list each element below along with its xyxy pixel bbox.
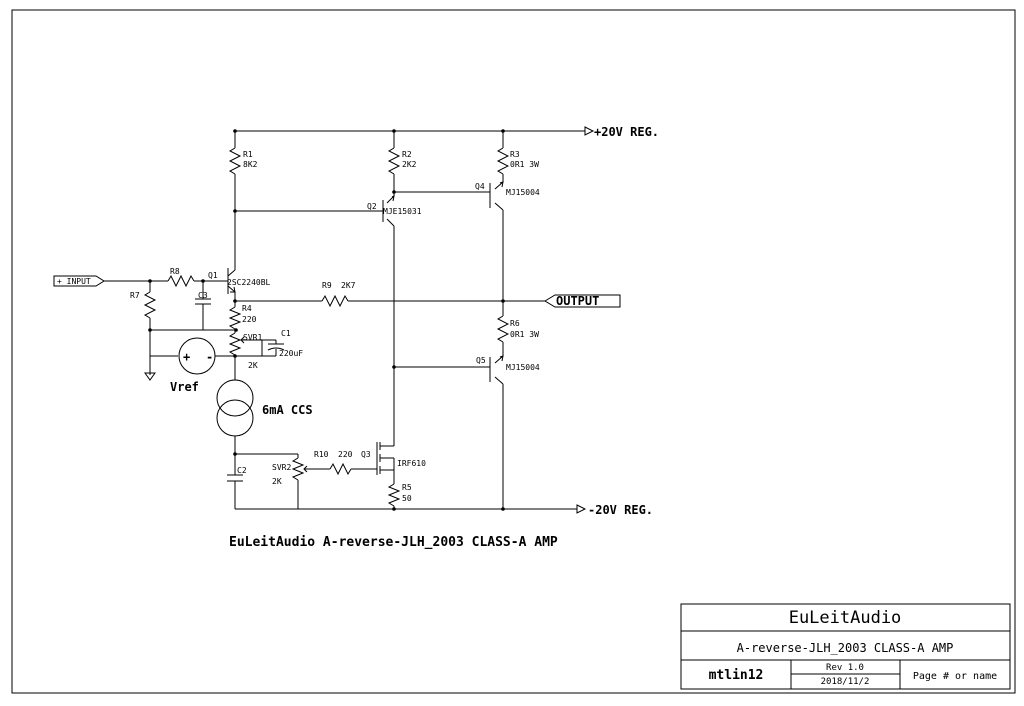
r6-ref: R6 [510, 319, 520, 328]
svr2-trimmer: SVR2 2K [272, 454, 311, 509]
r8-ref: R8 [170, 267, 180, 276]
r9-resistor: R9 2K7 [233, 281, 545, 308]
r3-value: 0R1 3W [510, 160, 539, 169]
r1-resistor: R1 8K2 [228, 129, 258, 211]
c3-ref: C3 [198, 291, 208, 300]
negative-rail: -20V REG. [394, 503, 653, 517]
q3-mosfet: Q3 IRF610 [361, 440, 426, 484]
vref-label: Vref [170, 380, 199, 394]
r4-ref: R4 [242, 304, 252, 313]
svr2-ref: SVR2 [272, 463, 291, 472]
r4-value: 220 [242, 315, 257, 324]
q4-transistor: Q4 MJ15004 [475, 181, 540, 316]
q4-part: MJ15004 [506, 188, 540, 197]
r5-value: 50 [402, 494, 412, 503]
output-port: OUTPUT [544, 294, 621, 308]
q3-part: IRF610 [397, 459, 426, 468]
r7-ref: R7 [130, 291, 140, 300]
q5-transistor: Q5 MJ15004 [476, 355, 540, 511]
c1-value: 220uF [279, 349, 303, 358]
q3-ref: Q3 [361, 450, 371, 459]
r9-value: 2K7 [341, 281, 356, 290]
r5-ref: R5 [402, 483, 412, 492]
r3-resistor: R3 0R1 3W [496, 129, 539, 182]
q5-ref: Q5 [476, 356, 486, 365]
r10-resistor: R10 220 [311, 450, 372, 476]
negative-rail-label: -20V REG. [588, 503, 653, 517]
r10-ref: R10 [314, 450, 329, 459]
c1-capacitor: C1 220uF [262, 329, 303, 358]
r6-resistor: R6 0R1 3W [496, 315, 539, 356]
title-block-title: A-reverse-JLH_2003 CLASS-A AMP [737, 641, 954, 655]
c3-capacitor: C3 [148, 281, 238, 332]
r1-value: 8K2 [243, 160, 258, 169]
q5-part: MJ15004 [506, 363, 540, 372]
input-port-label: + INPUT [57, 277, 91, 286]
r2-resistor: R2 2K2 [387, 129, 417, 196]
q2-transistor: Q2 MJE15031 [367, 195, 422, 440]
ground-icon [144, 356, 156, 381]
svr1-trimmer: SVR1 2K [228, 332, 263, 380]
q1-ref: Q1 [208, 271, 218, 280]
q2-part: MJE15031 [383, 207, 422, 216]
sheet-border [11, 9, 1016, 694]
vref-minus-sign: - [206, 350, 213, 364]
ccs-label: 6mA CCS [262, 403, 313, 417]
r2-ref: R2 [402, 150, 412, 159]
r10-value: 220 [338, 450, 353, 459]
title-block-date: 2018/11/2 [821, 677, 870, 687]
title-block-revision: Rev 1.0 [826, 663, 864, 673]
r5-resistor: R5 50 [387, 483, 412, 511]
title-block-company: EuLeitAudio [789, 608, 902, 628]
q4-ref: Q4 [475, 182, 485, 191]
r2-value: 2K2 [402, 160, 417, 169]
title-block-author: mtlin12 [709, 668, 764, 683]
svr1-value: 2K [248, 361, 258, 370]
positive-rail-label: +20V REG. [594, 125, 659, 139]
r1-ref: R1 [243, 150, 253, 159]
vref-plus-sign: + [183, 350, 190, 364]
r6-value: 0R1 3W [510, 330, 539, 339]
q1-part: 2SC2240BL [227, 278, 271, 287]
r4-resistor: R4 220 [228, 301, 257, 333]
svr2-value: 2K [272, 477, 282, 486]
input-port: + INPUT [53, 275, 168, 287]
title-block: EuLeitAudio A-reverse-JLH_2003 CLASS-A A… [680, 603, 1011, 690]
svr1-ref: SVR1 [243, 333, 262, 342]
q2-ref: Q2 [367, 202, 377, 211]
title-block-page: Page # or name [913, 671, 997, 682]
output-port-label: OUTPUT [556, 294, 599, 308]
r3-ref: R3 [510, 150, 520, 159]
vref-source: + - Vref [150, 337, 236, 394]
positive-rail: +20V REG. [235, 125, 659, 139]
c1-ref: C1 [281, 329, 291, 338]
c2-ref: C2 [237, 466, 247, 475]
c2-capacitor: C2 [227, 454, 394, 510]
r7-resistor: R7 [130, 281, 157, 375]
schematic-caption: EuLeitAudio A-reverse-JLH_2003 CLASS-A A… [229, 535, 558, 550]
r9-ref: R9 [322, 281, 332, 290]
q1-transistor: Q1 2SC2240BL [208, 211, 271, 301]
ccs-source: 6mA CCS [216, 379, 313, 454]
